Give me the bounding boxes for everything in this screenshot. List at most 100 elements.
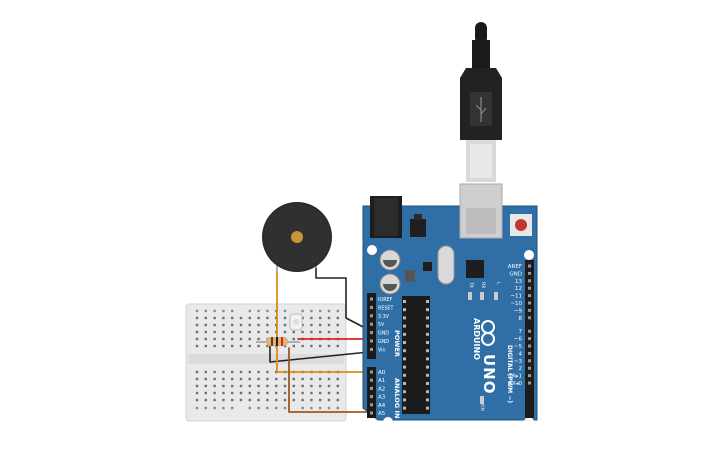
breadboard-hole[interactable]	[248, 330, 251, 334]
breadboard-hole[interactable]	[266, 344, 269, 348]
breadboard-rail-hole[interactable]	[283, 406, 287, 410]
breadboard-hole[interactable]	[292, 391, 295, 395]
breadboard-hole[interactable]	[327, 330, 331, 334]
breadboard-hole[interactable]	[275, 398, 278, 402]
breadboard-hole[interactable]	[222, 344, 225, 348]
photoresistor[interactable]	[289, 313, 303, 331]
breadboard-hole[interactable]	[310, 398, 313, 402]
piezo-buzzer[interactable]	[262, 202, 332, 274]
breadboard-hole[interactable]	[301, 316, 304, 320]
breadboard-hole[interactable]	[319, 377, 322, 381]
breadboard-hole[interactable]	[292, 344, 295, 348]
breadboard-hole[interactable]	[195, 337, 199, 341]
digital-pin[interactable]	[528, 271, 531, 275]
analog-pin[interactable]	[370, 403, 373, 407]
breadboard-hole[interactable]	[195, 391, 199, 395]
breadboard-hole[interactable]	[239, 377, 243, 381]
breadboard-rail-hole[interactable]	[204, 406, 207, 410]
breadboard-rail-hole[interactable]	[195, 406, 199, 410]
breadboard-hole[interactable]	[257, 316, 260, 320]
breadboard-hole[interactable]	[231, 344, 234, 348]
breadboard-hole[interactable]	[310, 377, 313, 381]
breadboard-hole[interactable]	[283, 391, 287, 395]
breadboard-rail-hole[interactable]	[310, 406, 313, 410]
breadboard-rail-hole[interactable]	[301, 406, 304, 410]
breadboard-rail-hole[interactable]	[319, 309, 322, 313]
power-pin[interactable]	[370, 331, 373, 335]
breadboard-hole[interactable]	[248, 391, 251, 395]
breadboard-hole[interactable]	[195, 370, 199, 374]
breadboard-hole[interactable]	[204, 398, 207, 402]
breadboard-hole[interactable]	[213, 323, 216, 327]
breadboard-rail-hole[interactable]	[231, 406, 234, 410]
breadboard-hole[interactable]	[195, 316, 199, 320]
breadboard-hole[interactable]	[336, 330, 339, 334]
breadboard[interactable]	[185, 303, 347, 422]
breadboard-hole[interactable]	[248, 323, 251, 327]
breadboard-hole[interactable]	[239, 398, 243, 402]
breadboard-rail-hole[interactable]	[327, 309, 331, 313]
power-header[interactable]	[367, 293, 376, 359]
breadboard-hole[interactable]	[283, 330, 287, 334]
breadboard-hole[interactable]	[239, 337, 243, 341]
breadboard-hole[interactable]	[310, 323, 313, 327]
breadboard-hole[interactable]	[213, 377, 216, 381]
breadboard-hole[interactable]	[248, 337, 251, 341]
breadboard-hole[interactable]	[213, 384, 216, 388]
breadboard-hole[interactable]	[301, 377, 304, 381]
breadboard-hole[interactable]	[248, 377, 251, 381]
breadboard-hole[interactable]	[204, 377, 207, 381]
breadboard-hole[interactable]	[257, 377, 260, 381]
breadboard-hole[interactable]	[283, 384, 287, 388]
breadboard-hole[interactable]	[239, 384, 243, 388]
breadboard-hole[interactable]	[257, 391, 260, 395]
breadboard-hole[interactable]	[222, 377, 225, 381]
breadboard-hole[interactable]	[336, 398, 339, 402]
breadboard-hole[interactable]	[257, 398, 260, 402]
breadboard-rail-hole[interactable]	[248, 309, 251, 313]
power-pin[interactable]	[370, 322, 373, 326]
breadboard-hole[interactable]	[301, 330, 304, 334]
breadboard-hole[interactable]	[231, 370, 234, 374]
breadboard-hole[interactable]	[257, 330, 260, 334]
digital-pin[interactable]	[528, 308, 531, 312]
breadboard-hole[interactable]	[327, 377, 331, 381]
breadboard-hole[interactable]	[310, 316, 313, 320]
breadboard-hole[interactable]	[275, 384, 278, 388]
breadboard-hole[interactable]	[319, 316, 322, 320]
breadboard-hole[interactable]	[204, 344, 207, 348]
breadboard-rail-hole[interactable]	[283, 309, 287, 313]
breadboard-hole[interactable]	[195, 323, 199, 327]
breadboard-rail-hole[interactable]	[248, 406, 251, 410]
breadboard-hole[interactable]	[204, 337, 207, 341]
breadboard-hole[interactable]	[336, 323, 339, 327]
breadboard-hole[interactable]	[222, 330, 225, 334]
breadboard-hole[interactable]	[231, 391, 234, 395]
breadboard-hole[interactable]	[301, 391, 304, 395]
breadboard-hole[interactable]	[239, 391, 243, 395]
breadboard-rail-hole[interactable]	[319, 406, 322, 410]
breadboard-rail-hole[interactable]	[222, 406, 225, 410]
breadboard-hole[interactable]	[222, 384, 225, 388]
digital-pin[interactable]	[528, 294, 531, 298]
breadboard-hole[interactable]	[204, 323, 207, 327]
breadboard-hole[interactable]	[266, 370, 269, 374]
breadboard-hole[interactable]	[319, 391, 322, 395]
breadboard-hole[interactable]	[257, 344, 260, 348]
breadboard-hole[interactable]	[213, 344, 216, 348]
breadboard-hole[interactable]	[195, 384, 199, 388]
digital-pin[interactable]	[528, 286, 531, 290]
breadboard-rail-hole[interactable]	[204, 309, 207, 313]
breadboard-hole[interactable]	[204, 391, 207, 395]
breadboard-hole[interactable]	[266, 384, 269, 388]
breadboard-hole[interactable]	[239, 330, 243, 334]
breadboard-hole[interactable]	[222, 391, 225, 395]
breadboard-hole[interactable]	[310, 391, 313, 395]
breadboard-hole[interactable]	[292, 377, 295, 381]
breadboard-hole[interactable]	[204, 316, 207, 320]
breadboard-rail-hole[interactable]	[213, 309, 216, 313]
breadboard-hole[interactable]	[204, 330, 207, 334]
breadboard-hole[interactable]	[231, 337, 234, 341]
breadboard-rail-hole[interactable]	[336, 309, 339, 313]
